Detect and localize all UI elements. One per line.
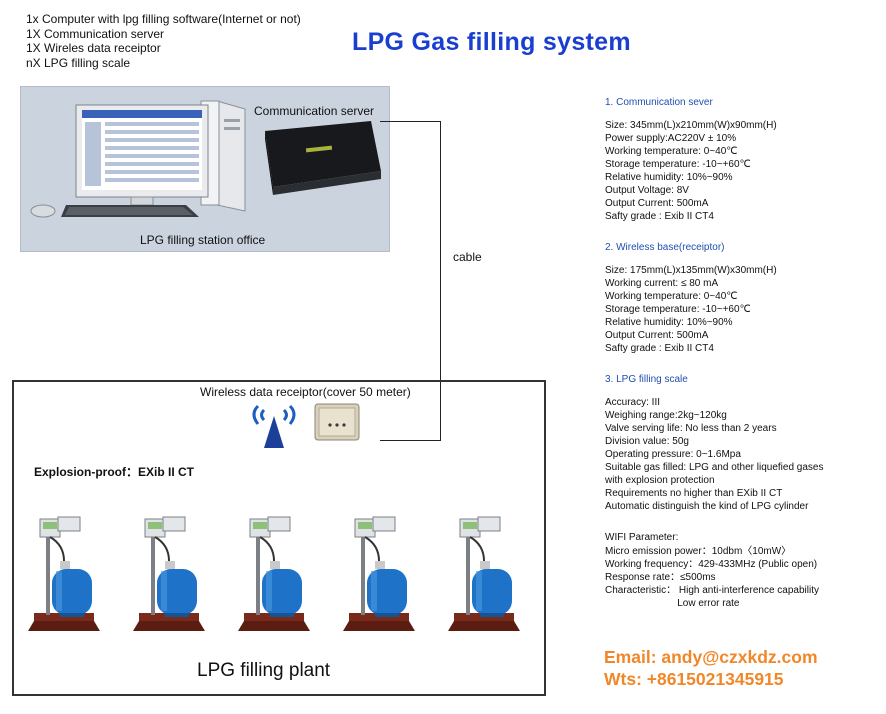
spec-line: Requirements no higher than EXib II CT [605, 488, 783, 499]
spec-heading-scale: 3. LPG filling scale [605, 374, 688, 385]
office-illustration [30, 100, 381, 218]
contact-email: Email: andy@czxkdz.com [604, 647, 818, 667]
filling-scale-icon [129, 515, 207, 633]
plant-box [12, 380, 546, 696]
spec-line: Low error rate [605, 598, 740, 609]
page-title: LPG Gas filling system [352, 28, 631, 56]
spec-heading-server: 1. Communication sever [605, 97, 713, 108]
intro-line-computer: 1x Computer with lpg filling software(In… [26, 12, 301, 26]
spec-line: Working temperature: 0~40℃ [605, 146, 738, 157]
plant-label: LPG filling plant [197, 660, 331, 681]
spec-line: Size: 175mm(L)x135mm(W)x30mm(H) [605, 265, 777, 276]
receiver-box-icon [314, 403, 360, 441]
cable-label: cable [453, 250, 482, 264]
office-label: LPG filling station office [140, 233, 266, 247]
receiver-label: Wireless data receiptor(cover 50 meter) [200, 385, 411, 399]
spec-line: Relative humidity: 10%~90% [605, 317, 733, 328]
spec-section-server: 1. Communication sever Size: 345mm(L)x21… [605, 96, 875, 223]
spec-line: Accuracy: III [605, 397, 661, 408]
spec-line: Automatic distinguish the kind of LPG cy… [605, 501, 809, 512]
intro-line-server: 1X Communication server [26, 26, 165, 41]
spec-line: Weighing range:2kg~120kg [605, 410, 727, 421]
wireless-antenna-icon [252, 404, 296, 448]
spec-line: Response rate：≤500ms [605, 572, 716, 583]
spec-line: Power supply:AC220V ± 10% [605, 133, 737, 144]
mouse-icon [30, 204, 56, 218]
filling-scale-icon [24, 515, 102, 633]
communication-server-icon [265, 121, 381, 195]
intro-line-scale: nX LPG filling scale [26, 55, 131, 70]
spec-line: Output Voltage: 8V [605, 185, 689, 196]
monitor-icon [75, 104, 209, 206]
spec-heading-wifi: WIFI Parameter: [605, 532, 679, 543]
keyboard-icon [61, 205, 199, 217]
spec-line: Output Current: 500mA [605, 330, 709, 341]
spec-line: Relative humidity: 10%~90% [605, 172, 733, 183]
spec-line: Suitable gas filled: LPG and other lique… [605, 462, 824, 473]
spec-line: Size: 345mm(L)x210mm(W)x90mm(H) [605, 120, 777, 131]
explosion-proof-label: Explosion-proof：EXib II CT [34, 465, 194, 479]
server-label: Communication server [254, 104, 375, 118]
filling-scale-icon [234, 515, 312, 633]
filling-scale-icon [444, 515, 522, 633]
contact-wts: Wts: +8615021345915 [604, 669, 784, 689]
spec-section-wifi: WIFI Parameter: Micro emission power：10d… [605, 531, 875, 610]
intro-line-receiptor: 1X Wireles data receiptor [26, 41, 161, 55]
spec-section-scale: 3. LPG filling scale Accuracy: III Weigh… [605, 373, 875, 513]
spec-line: Working frequency：429-433MHz (Public ope… [605, 559, 818, 570]
office-panel [20, 86, 390, 252]
intro-list: 1x Computer with lpg filling software(In… [26, 12, 301, 70]
spec-line: Working temperature: 0~40℃ [605, 291, 738, 302]
spec-line: Micro emission power：10dbm〈10mW〉 [605, 546, 792, 557]
spec-line: Storage temperature: -10~+60℃ [605, 159, 751, 170]
spec-line: Working current: ≤ 80 mA [605, 278, 719, 289]
spec-line: Operating pressure: 0~1.6Mpa [605, 449, 741, 460]
filling-scale-icon [339, 515, 417, 633]
cable-line [380, 121, 441, 441]
spec-line: Safty grade : Exib II CT4 [605, 343, 714, 354]
spec-heading-wireless: 2. Wireless base(receiptor) [605, 242, 725, 253]
spec-line: Storage temperature: -10~+60℃ [605, 304, 751, 315]
spec-line: Characteristic： High anti-interference c… [605, 585, 819, 596]
spec-line: Safty grade : Exib II CT4 [605, 211, 714, 222]
spec-line: with explosion protection [605, 475, 715, 486]
spec-line: Valve serving life: No less than 2 years [605, 423, 777, 434]
spec-line: Division value: 50g [605, 436, 689, 447]
contact-info: Email: andy@czxkdz.com Wts: +86150213459… [604, 646, 818, 690]
spec-section-wireless: 2. Wireless base(receiptor) Size: 175mm(… [605, 241, 875, 355]
spec-panel: 1. Communication sever Size: 345mm(L)x21… [605, 96, 875, 610]
spec-line: Output Current: 500mA [605, 198, 709, 209]
